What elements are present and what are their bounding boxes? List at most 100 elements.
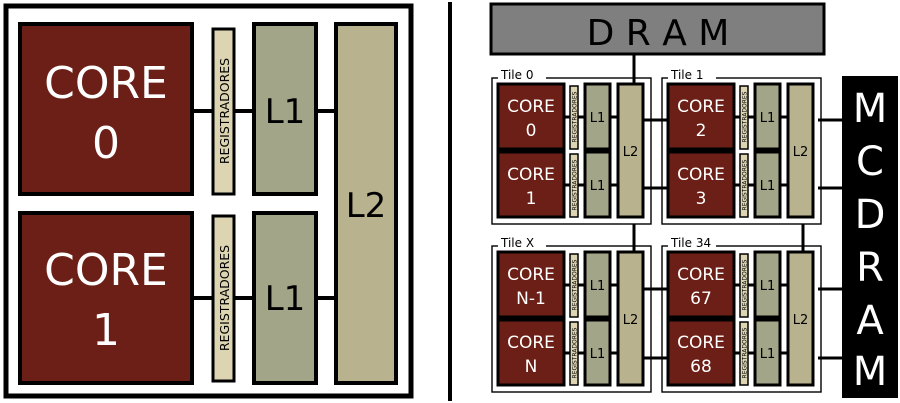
core-box [666,318,736,387]
l2-label: L2 [346,186,387,226]
registers-label: REGISTRADORES [742,327,749,378]
l1-box [753,150,782,219]
tile-title-bg [668,70,716,84]
l1-box [753,250,782,319]
core-box [666,150,736,219]
core-box [496,318,566,387]
l1-1-label: L1 [265,279,306,319]
core-label: CORE [507,333,555,353]
mcdram-letter: M [853,349,888,395]
core-box [496,250,566,319]
dram-box [489,2,826,56]
mcdram-box [842,76,898,398]
core-1-index: 1 [92,305,120,356]
registers-label: REGISTRADORES [742,159,749,210]
core-index: N-1 [516,289,546,309]
l2-box [334,22,398,385]
registers-label: REGISTRADORES [572,327,579,378]
registers-box [739,85,749,150]
registers-label: REGISTRADORES [742,259,749,310]
tile-title-bg [498,238,546,252]
core-index: 68 [690,357,712,377]
l2-box [616,82,645,219]
mcdram-letter: C [856,139,884,185]
tile-frame [661,245,822,393]
registers-1-box [211,214,236,383]
l1-box [583,318,612,387]
registers-box [569,85,579,150]
registers-box [739,253,749,318]
registers-label: REGISTRADORES [572,91,579,142]
l1-label: L1 [590,179,606,194]
core-label: CORE [507,265,555,285]
l1-label: L1 [590,279,606,294]
l1-box [583,150,612,219]
core-0-label: CORE [44,58,168,109]
core-box [496,150,566,219]
l2-label: L2 [793,145,809,160]
registers-1-label: REGISTRADORES [217,245,232,351]
tile-title-bg [668,238,716,252]
core-index: 67 [690,289,712,309]
tile-frame [491,245,652,393]
l1-box [583,82,612,151]
left-connectors [192,109,336,300]
registers-box [739,321,749,386]
l1-0-box [252,22,318,196]
l1-0-label: L1 [265,92,306,132]
l1-label: L1 [760,111,776,126]
l2-label: L2 [623,313,639,328]
core-box [666,250,736,319]
tile-title: Tile 34 [670,236,711,250]
core-label: CORE [677,265,725,285]
l2-box [786,82,815,219]
tile-title: Tile 0 [500,68,533,82]
core-label: CORE [677,333,725,353]
right-bus-lines [632,54,842,360]
mcdram-letter: D [855,192,886,238]
tile-frame [661,77,822,225]
core-label: CORE [677,97,725,117]
l1-box [753,318,782,387]
mcdram-letter: A [856,298,884,344]
registers-label: REGISTRADORES [742,91,749,142]
core-box [496,82,566,151]
core-1-box [18,211,194,385]
tile-frame [491,77,652,225]
registers-box [569,321,579,386]
core-label: CORE [507,97,555,117]
l2-box [616,250,645,387]
core-1-label: CORE [44,245,168,296]
core-label: CORE [677,165,725,185]
registers-label: REGISTRADORES [572,259,579,310]
core-index: 2 [696,121,707,141]
l1-1-box [252,211,318,385]
tile-title-bg [498,70,546,84]
mcdram-letter: M [853,86,888,132]
core-label: CORE [507,165,555,185]
core-0-box [18,22,194,196]
l1-label: L1 [590,347,606,362]
registers-label: REGISTRADORES [572,159,579,210]
l1-box [753,82,782,151]
registers-0-label: REGISTRADORES [217,58,232,164]
l1-label: L1 [760,347,776,362]
l1-label: L1 [590,111,606,126]
tile-title: Tile 1 [670,68,703,82]
left-diagram: CORE 0 REGISTRADORES L1 CORE 1 REGISTRAD… [3,3,414,399]
mcdram-letter: R [856,245,884,291]
core-0-index: 0 [92,118,120,169]
registers-box [739,153,749,218]
l1-label: L1 [760,279,776,294]
l1-box [583,250,612,319]
core-index: 0 [526,121,537,141]
l1-label: L1 [760,179,776,194]
dram-label: D R A M [587,13,730,54]
registers-box [569,153,579,218]
